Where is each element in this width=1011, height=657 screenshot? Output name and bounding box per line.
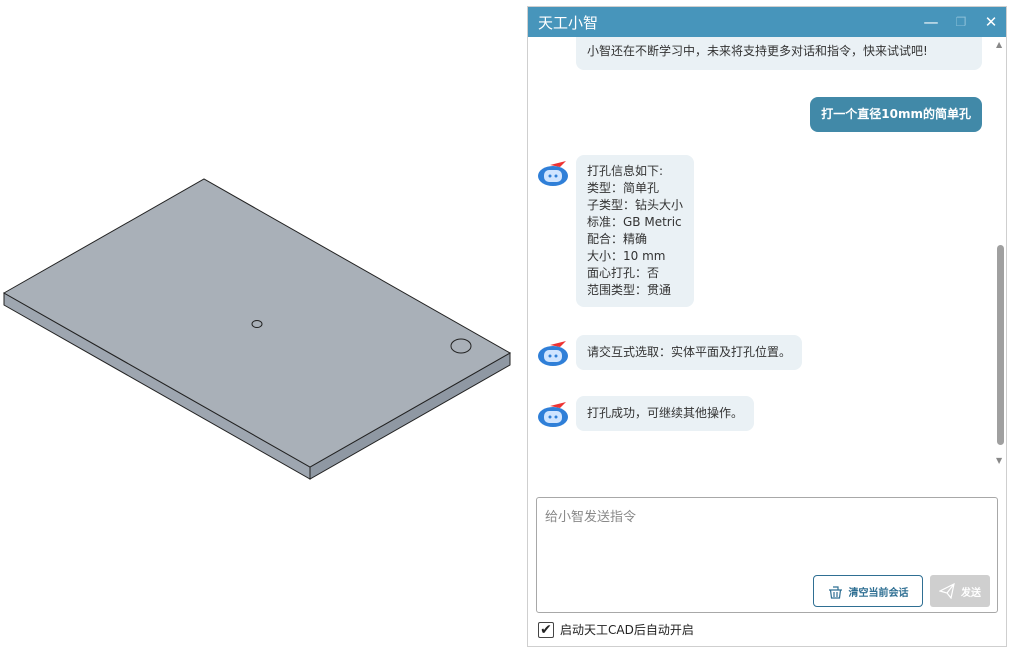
command-input[interactable]: 给小智发送指令 清空当前会话 发送 bbox=[536, 497, 998, 613]
send-button[interactable]: 发送 bbox=[930, 575, 990, 607]
chat-scrollbar[interactable]: ▲ ▼ bbox=[994, 37, 1006, 467]
info-line: 配合：精确 bbox=[587, 232, 648, 246]
bot-avatar-icon bbox=[538, 161, 568, 186]
info-line: 范围类型：贯通 bbox=[587, 283, 672, 297]
restore-icon[interactable]: ❐ bbox=[955, 15, 967, 29]
send-label: 发送 bbox=[961, 587, 981, 599]
bot-avatar-icon bbox=[538, 402, 568, 427]
autostart-option[interactable]: ✔ 启动天工CAD后自动开启 bbox=[538, 621, 694, 638]
autostart-checkbox[interactable]: ✔ bbox=[538, 621, 554, 638]
hole-info-message: 打孔信息如下: 类型：简单孔 子类型：钻头大小 标准：GB Metric 配合：… bbox=[576, 155, 695, 307]
clear-label: 清空当前会话 bbox=[848, 587, 909, 599]
small-hole bbox=[251, 320, 263, 328]
info-line: 类型：简单孔 bbox=[587, 181, 660, 195]
assistant-panel: 天工小智 — ❐ ✕ 小智还在不断学习中，未来将支持更多对话和指令，快来试试吧!… bbox=[527, 6, 1007, 647]
plate-model bbox=[2, 178, 512, 480]
minimize-icon[interactable]: — bbox=[923, 13, 939, 31]
info-line: 大小：10 mm bbox=[587, 249, 666, 263]
bot-message: 打孔成功，可继续其他操作。 bbox=[576, 396, 755, 431]
user-message: 打一个直径10mm的简单孔 bbox=[810, 97, 982, 132]
info-line: 面心打孔：否 bbox=[587, 266, 660, 280]
send-icon bbox=[939, 583, 955, 599]
scroll-down-icon[interactable]: ▼ bbox=[996, 456, 1003, 465]
close-icon[interactable]: ✕ bbox=[984, 13, 998, 31]
info-line: 标准：GB Metric bbox=[587, 215, 682, 229]
bot-avatar-icon bbox=[538, 341, 568, 366]
cad-viewport[interactable] bbox=[0, 0, 527, 653]
clear-session-button[interactable]: 清空当前会话 bbox=[813, 575, 923, 607]
scrollbar-thumb[interactable] bbox=[997, 245, 1004, 445]
autostart-label: 启动天工CAD后自动开启 bbox=[560, 623, 694, 637]
bot-message: 请交互式选取：实体平面及打孔位置。 bbox=[576, 335, 803, 370]
panel-title: 天工小智 bbox=[538, 13, 599, 32]
input-placeholder: 给小智发送指令 bbox=[545, 510, 637, 525]
panel-titlebar[interactable]: 天工小智 — ❐ ✕ bbox=[528, 7, 1006, 37]
scroll-up-icon[interactable]: ▲ bbox=[996, 40, 1003, 49]
basket-icon bbox=[828, 585, 842, 599]
bot-message: 小智还在不断学习中，未来将支持更多对话和指令，快来试试吧! bbox=[576, 37, 982, 70]
info-line: 子类型：钻头大小 bbox=[587, 198, 684, 212]
chat-history: 小智还在不断学习中，未来将支持更多对话和指令，快来试试吧! 打一个直径10mm的… bbox=[528, 37, 1006, 467]
hole-10mm bbox=[450, 338, 472, 354]
info-line: 打孔信息如下: bbox=[587, 164, 664, 178]
